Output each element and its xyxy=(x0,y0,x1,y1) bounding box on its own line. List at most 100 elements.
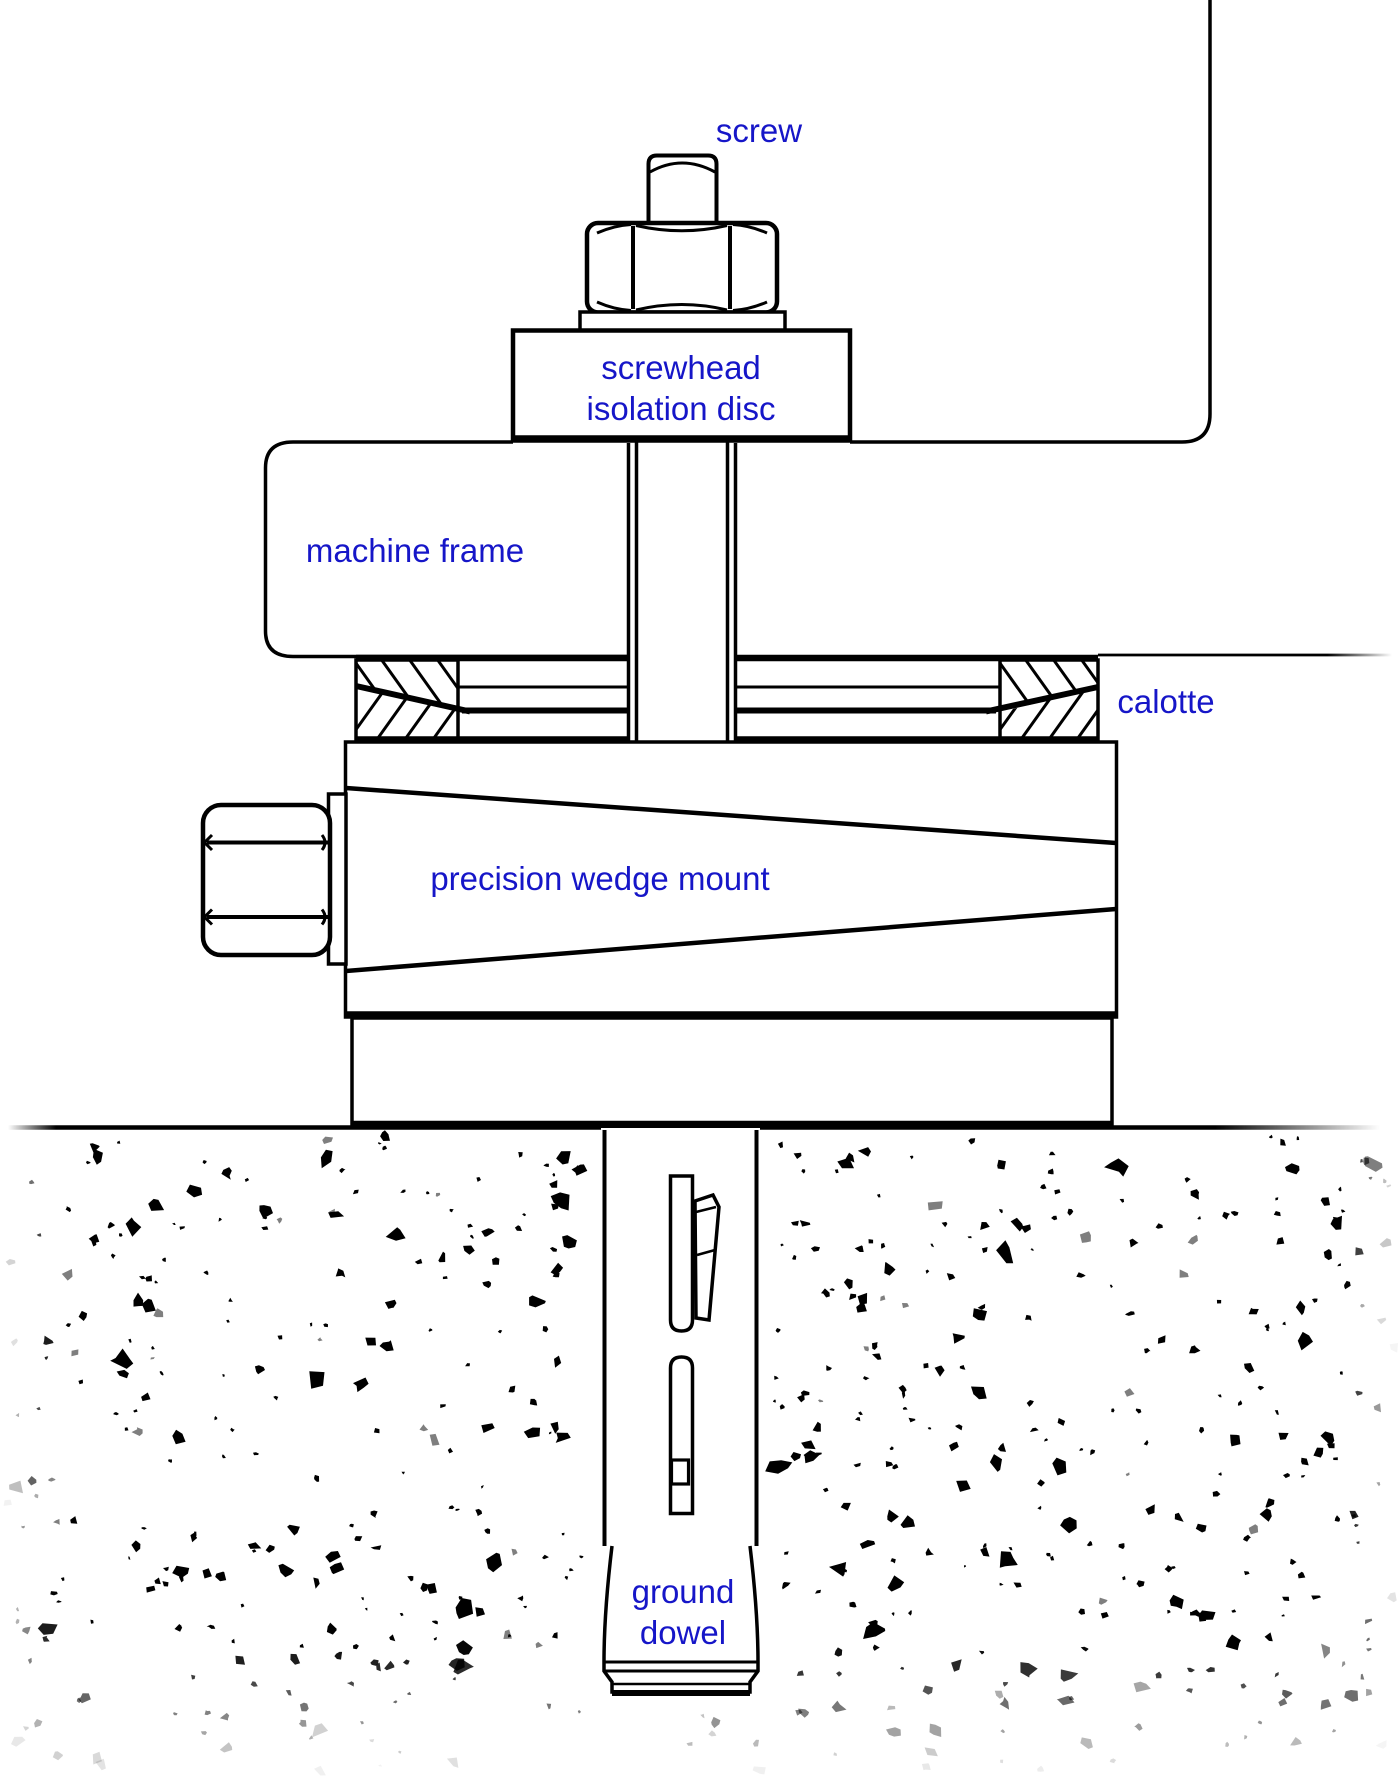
concrete-speck xyxy=(1157,1335,1166,1344)
concrete-speck xyxy=(1222,1211,1230,1220)
concrete-speck xyxy=(1341,1661,1346,1668)
concrete-speck xyxy=(21,1525,25,1529)
concrete-speck xyxy=(840,1502,851,1511)
concrete-speck xyxy=(1360,1159,1363,1163)
label-machine-frame: machine frame xyxy=(306,532,524,569)
concrete-speck xyxy=(262,1216,268,1220)
concrete-speck xyxy=(1046,1552,1051,1557)
concrete-speck xyxy=(1144,1348,1151,1354)
concrete-speck xyxy=(15,1607,20,1612)
concrete-speck xyxy=(206,1624,216,1629)
concrete-speck xyxy=(1124,1388,1135,1397)
concrete-speck xyxy=(15,1618,20,1625)
concrete-speck xyxy=(941,1221,948,1228)
concrete-speck xyxy=(219,1742,233,1753)
concrete-speck xyxy=(1320,1197,1330,1206)
concrete-speck xyxy=(927,1201,943,1211)
concrete-speck xyxy=(446,1757,459,1768)
concrete-speck xyxy=(834,1169,839,1174)
concrete-speck xyxy=(428,1328,433,1332)
concrete-speck xyxy=(419,1424,429,1432)
concrete-speck xyxy=(481,1485,484,1489)
concrete-speck xyxy=(154,1280,159,1284)
concrete-speck xyxy=(48,1477,56,1482)
machine-frame-foot xyxy=(263,440,628,659)
dowel-anchor-internals xyxy=(668,1174,721,1516)
concrete-speck xyxy=(1264,1323,1270,1329)
concrete-speck xyxy=(1174,1512,1184,1522)
concrete-speck xyxy=(1119,1198,1125,1203)
concrete-speck xyxy=(361,1597,364,1601)
concrete-speck xyxy=(1134,1723,1143,1731)
concrete-speck xyxy=(218,1217,222,1222)
concrete-speck xyxy=(955,1424,963,1431)
concrete-speck xyxy=(204,1710,211,1716)
concrete-speck xyxy=(172,1222,176,1225)
concrete-speck xyxy=(964,1565,967,1568)
concrete-speck xyxy=(822,1487,829,1493)
concrete-speck xyxy=(254,1365,265,1375)
concrete-speck xyxy=(1311,1595,1322,1600)
concrete-speck xyxy=(983,1543,987,1549)
concrete-speck xyxy=(784,1551,789,1555)
concrete-speck xyxy=(1080,1646,1089,1652)
concrete-speck xyxy=(1184,1177,1191,1183)
concrete-speck xyxy=(70,1516,78,1524)
ground xyxy=(3,1125,1398,1776)
concrete-speck xyxy=(898,1384,907,1394)
concrete-speck xyxy=(801,1440,816,1450)
concrete-speck xyxy=(1383,1178,1387,1184)
concrete-speck xyxy=(980,1222,990,1230)
concrete-speck xyxy=(88,1234,100,1244)
concrete-speck xyxy=(872,1644,880,1651)
concrete-speck xyxy=(339,1167,346,1174)
label-screwhead-line1: screwhead xyxy=(601,349,761,386)
concrete-speck xyxy=(989,1454,1002,1472)
concrete-speck xyxy=(10,1338,18,1347)
concrete-speck xyxy=(1340,1209,1346,1213)
concrete-speck xyxy=(798,1708,810,1718)
concrete-speck xyxy=(325,1551,341,1563)
concrete-speck xyxy=(470,1234,474,1239)
concrete-speck xyxy=(1167,1609,1171,1614)
concrete-speck xyxy=(529,1295,546,1308)
concrete-speck xyxy=(978,1650,985,1655)
concrete-speck xyxy=(179,1226,185,1230)
concrete-speck xyxy=(22,1626,31,1635)
concrete-speck xyxy=(1273,1211,1281,1217)
concrete-speck xyxy=(836,1671,842,1677)
concrete-speck xyxy=(930,1243,935,1248)
concrete-speck xyxy=(50,1591,58,1596)
concrete-speck xyxy=(186,1184,203,1198)
concrete-speck xyxy=(522,1213,526,1217)
concrete-speck xyxy=(1218,1472,1222,1476)
nut-washer xyxy=(578,310,787,333)
concrete-speck xyxy=(810,1246,820,1252)
concrete-speck xyxy=(1320,1699,1332,1710)
concrete-speck xyxy=(442,1276,448,1280)
concrete-speck xyxy=(1025,1314,1032,1321)
concrete-speck xyxy=(1248,1307,1259,1315)
anchor-slot-lower xyxy=(668,1355,695,1516)
concrete-speck xyxy=(1136,1580,1145,1588)
concrete-speck xyxy=(379,1340,394,1352)
concrete-speck xyxy=(425,1191,430,1195)
concrete-speck xyxy=(1301,1457,1309,1466)
concrete-speck xyxy=(221,1454,226,1459)
concrete-speck xyxy=(476,1177,481,1182)
concrete-speck xyxy=(1259,1508,1272,1522)
concrete-speck xyxy=(884,1262,896,1276)
concrete-speck xyxy=(92,1148,103,1165)
concrete-speck xyxy=(900,1666,904,1670)
label-screw: screw xyxy=(716,112,802,149)
concrete-speck xyxy=(285,1690,292,1696)
concrete-speck xyxy=(299,1643,304,1648)
concrete-speck xyxy=(467,1223,474,1228)
machine-wall-edge xyxy=(850,0,1212,444)
concrete-speck xyxy=(821,1288,830,1298)
concrete-speck xyxy=(401,1471,405,1475)
concrete-speck xyxy=(999,1582,1004,1586)
concrete-speck xyxy=(1244,1571,1250,1576)
concrete-speck xyxy=(37,1623,58,1635)
concrete-speck xyxy=(273,1395,279,1401)
